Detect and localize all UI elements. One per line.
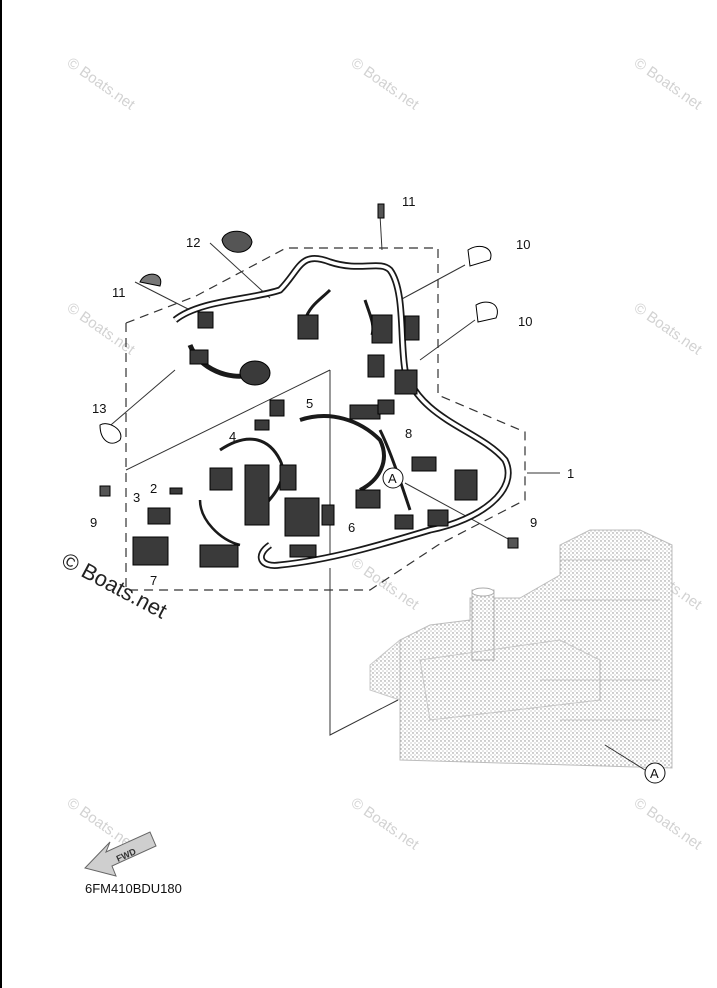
relay-component (244, 464, 270, 526)
coupler (367, 354, 385, 378)
coupler (289, 544, 317, 558)
coupler (355, 489, 381, 509)
reference-letter: A (388, 471, 397, 486)
callout-6: 6 (348, 520, 355, 535)
clip (475, 301, 498, 323)
coupler (269, 399, 285, 417)
coupler (197, 311, 214, 329)
coupler (209, 467, 233, 491)
watermark: © Boats.net (348, 794, 423, 853)
callout-4: 4 (229, 429, 236, 444)
callout-10: 10 (518, 314, 532, 329)
coupler (427, 509, 449, 527)
callout-12: 12 (186, 235, 200, 250)
tie (377, 203, 385, 219)
ecu-component (284, 497, 320, 537)
assembly-boundary (125, 247, 526, 591)
watermark: © Boats.net (64, 299, 139, 358)
callout-11: 11 (112, 285, 126, 300)
reference-letter: A (650, 766, 659, 781)
watermark: © Boats.net (64, 54, 139, 113)
clip (139, 273, 162, 287)
coupler (371, 314, 393, 344)
diagram-code: 6FM410BDU180 (85, 881, 182, 896)
band (99, 423, 122, 444)
pin (169, 487, 183, 495)
coupler (189, 349, 209, 365)
coupler (279, 464, 297, 491)
callout-5: 5 (306, 396, 313, 411)
callout-labels: 1 2 3 4 5 6 7 8 9 9 10 10 11 11 12 13 (90, 194, 574, 588)
watermark: © Boats.net (631, 299, 706, 358)
coupler (454, 469, 478, 501)
bolt (507, 537, 519, 549)
callout-7: 7 (150, 573, 157, 588)
coupler (349, 404, 381, 420)
coupler (404, 315, 420, 341)
coupler (377, 399, 395, 415)
reference-markers: A A (382, 467, 666, 784)
coupler (394, 514, 414, 530)
clamp (221, 230, 253, 253)
coil-component (239, 360, 271, 386)
coupler (321, 504, 335, 526)
callout-1: 1 (567, 466, 574, 481)
bolt (99, 485, 111, 497)
harness-components (99, 203, 519, 568)
callout-11: 11 (402, 194, 416, 209)
callout-8: 8 (405, 426, 412, 441)
coupler (199, 544, 239, 568)
callout-13: 13 (92, 401, 106, 416)
watermark: © Boats.net (631, 54, 706, 113)
callout-9: 9 (90, 515, 97, 530)
coupler (254, 419, 270, 431)
watermark: © Boats.net (631, 794, 706, 853)
coupler (411, 456, 437, 472)
callout-2: 2 (150, 481, 157, 496)
coupler (394, 369, 418, 395)
wire-harness (172, 254, 512, 569)
coupler (132, 536, 169, 566)
watermark: © Boats.net (348, 54, 423, 113)
coupler (297, 314, 319, 340)
coupler (147, 507, 171, 525)
callout-10: 10 (516, 237, 530, 252)
leader-lines (104, 214, 646, 771)
callout-3: 3 (133, 490, 140, 505)
clip (467, 245, 492, 267)
callout-9: 9 (530, 515, 537, 530)
engine-block (369, 529, 673, 769)
